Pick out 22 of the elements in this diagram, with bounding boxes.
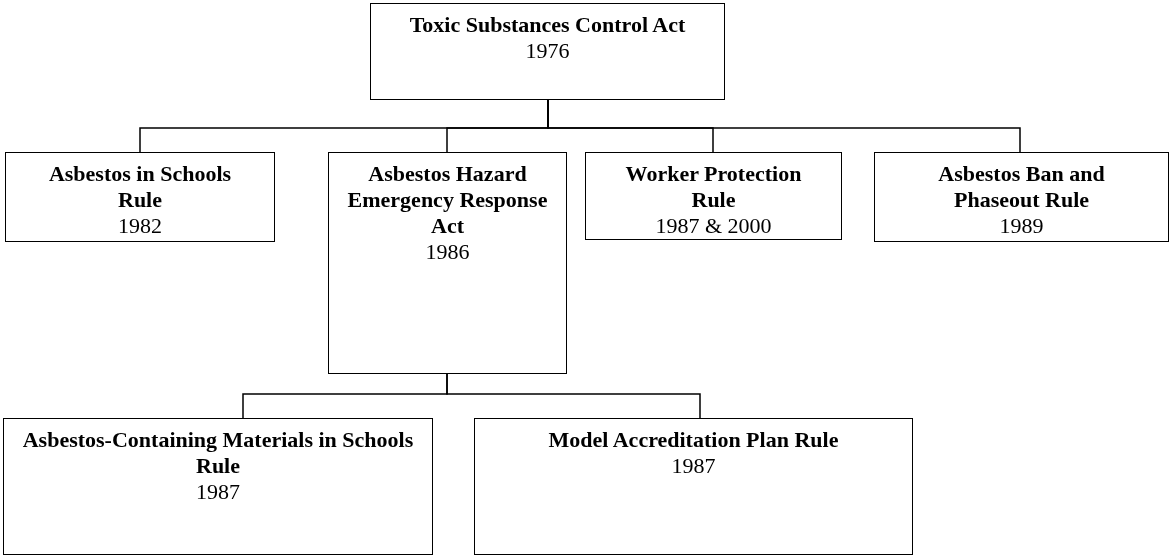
process-box (3, 418, 433, 555)
box-year: 1982 (118, 213, 162, 239)
box-year: 1987 (196, 479, 240, 505)
box-title: Asbestos Hazard Emergency Response Act (347, 161, 548, 239)
process-box (585, 152, 842, 240)
box-title: Asbestos-Containing Materials in Schools Rule (21, 427, 415, 479)
box-title: Worker Protection Rule (624, 161, 803, 213)
box-year: 1976 (525, 38, 570, 64)
box-year: 1986 (425, 239, 470, 265)
process-box (328, 152, 567, 374)
box-year: 1987 & 2000 (655, 213, 772, 239)
process-box (474, 418, 913, 555)
process-box (874, 152, 1169, 242)
box-year: 1987 (671, 453, 716, 479)
process-box (370, 3, 725, 100)
box-title: Model Accreditation Plan Rule (548, 427, 839, 453)
box-year: 1989 (999, 213, 1044, 239)
box-title: Asbestos in Schools Rule (47, 161, 233, 213)
box-title: Asbestos Ban and Phaseout Rule (937, 161, 1106, 213)
process-box (5, 152, 275, 242)
connector-line (446, 373, 701, 419)
box-title: Toxic Substances Control Act (409, 12, 686, 38)
